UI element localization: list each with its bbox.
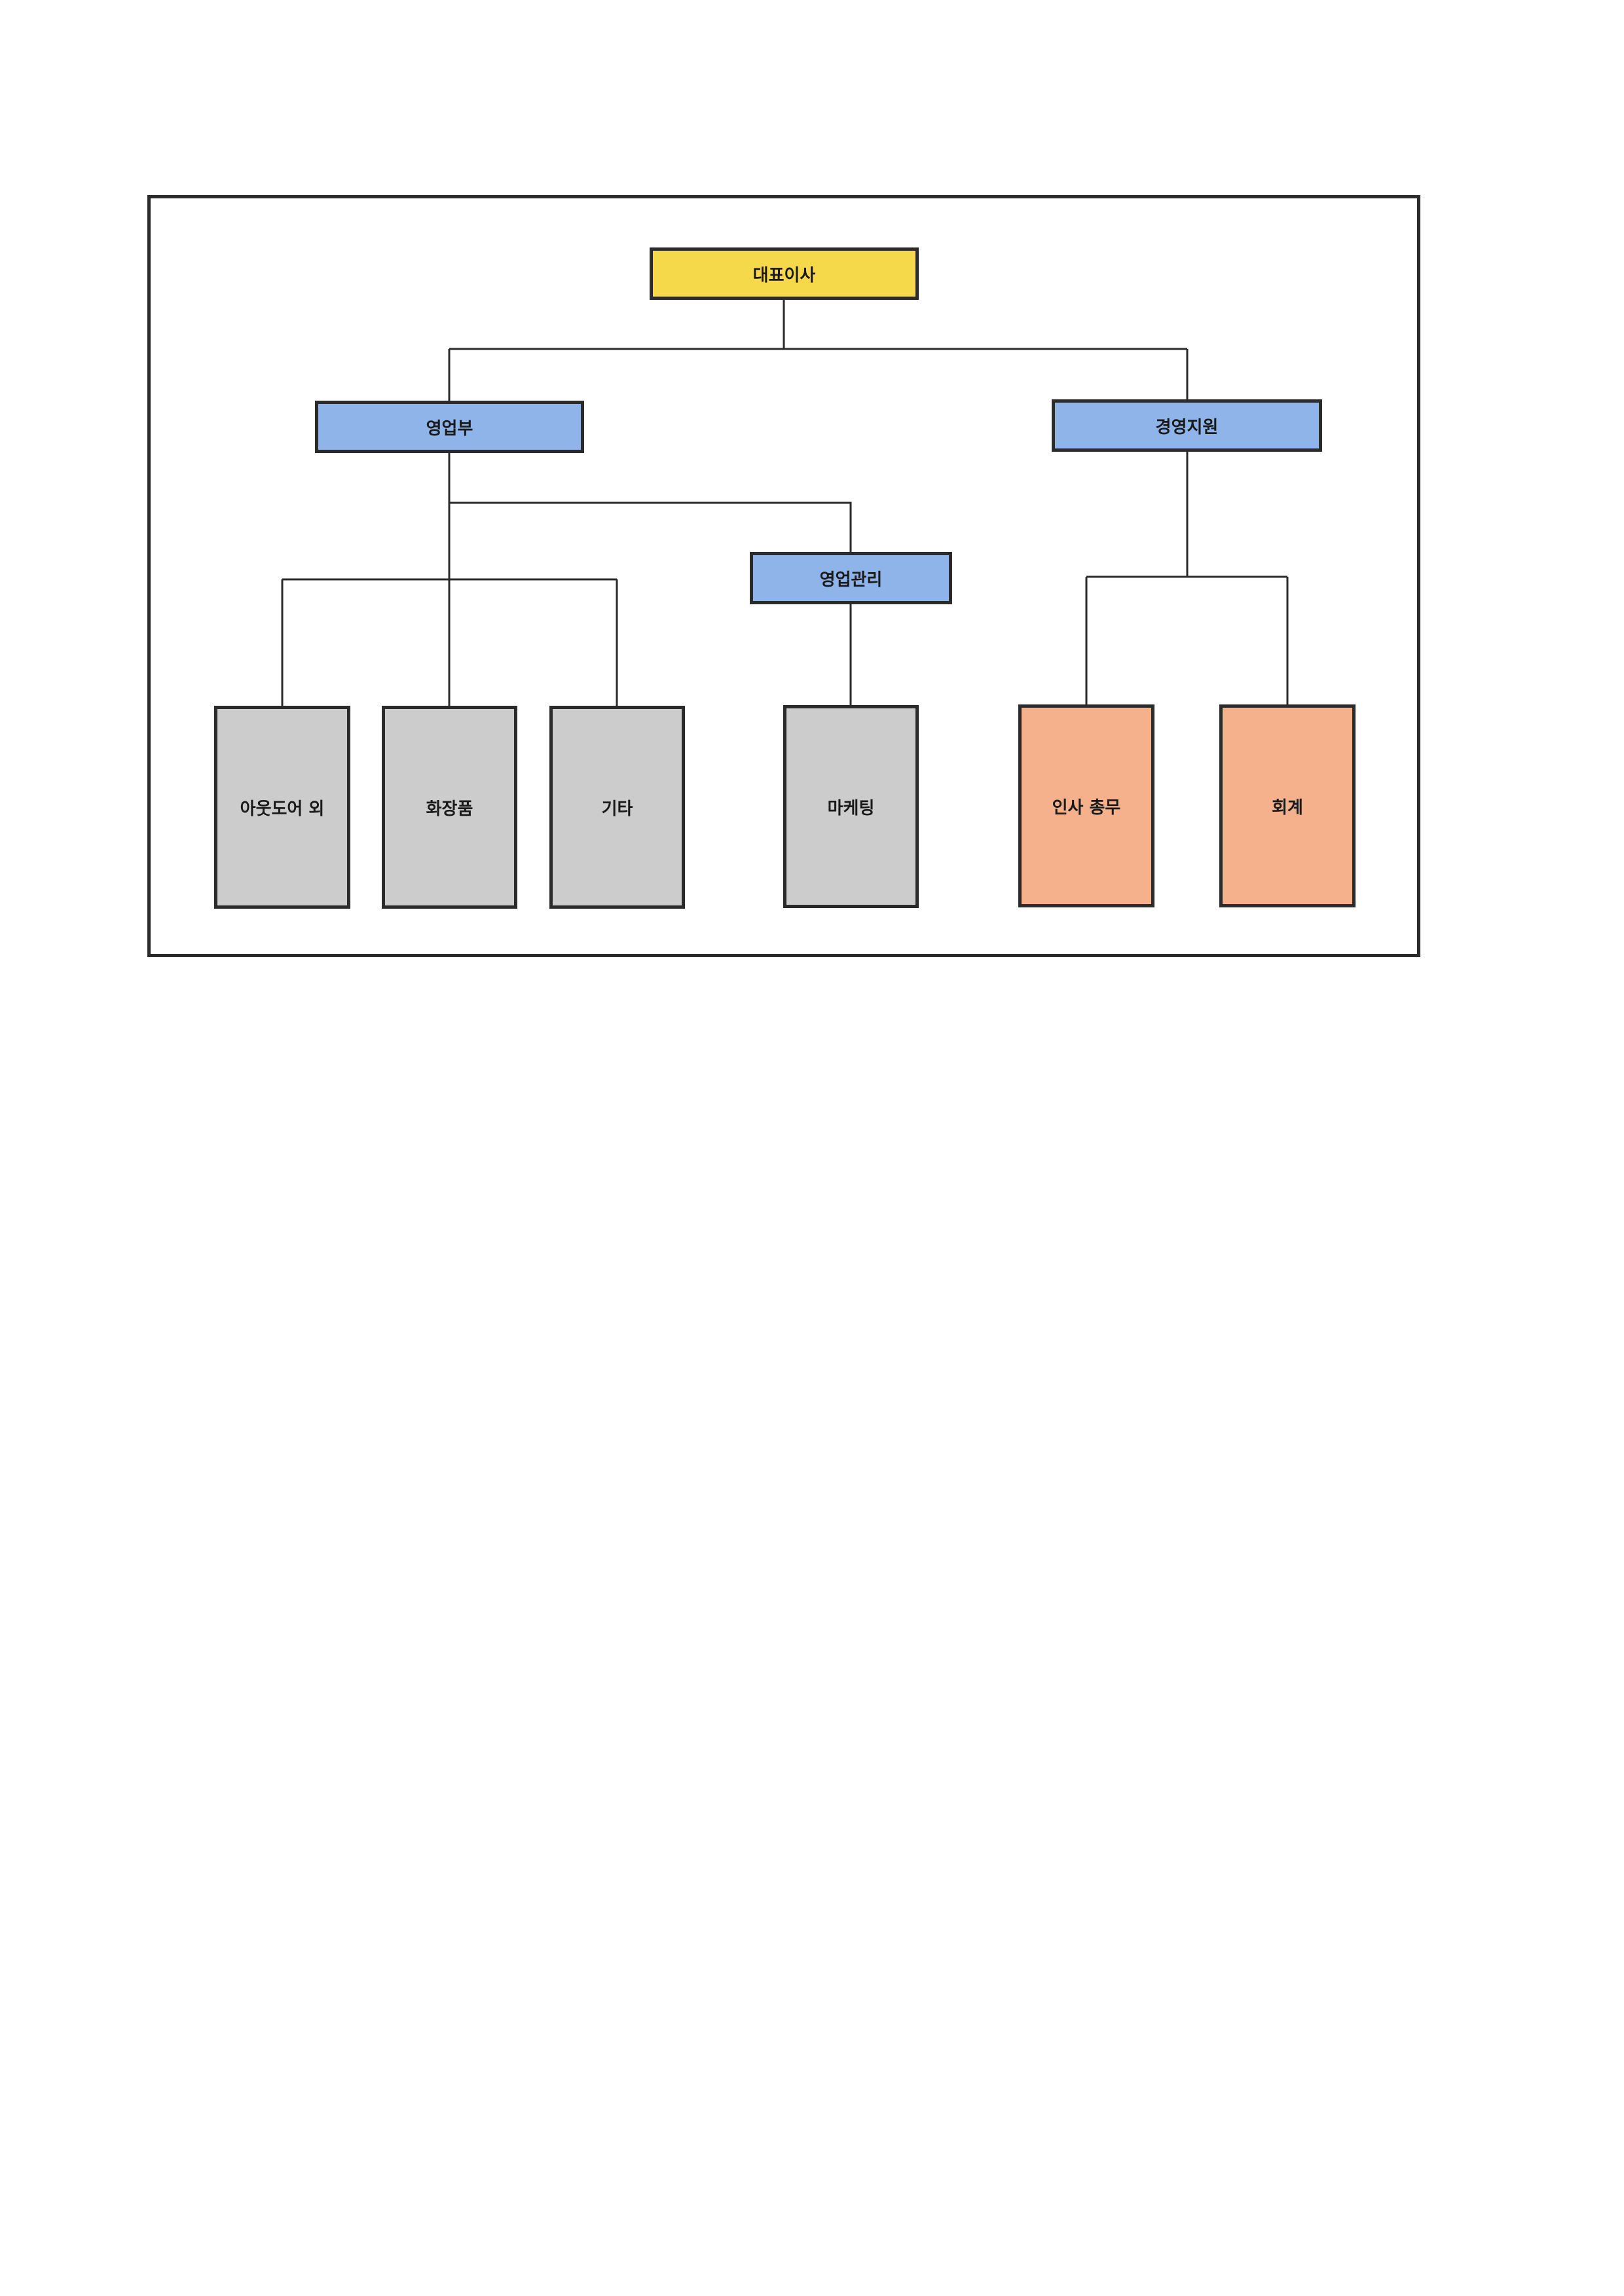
- node-cosmetics-team: 화장품: [382, 706, 517, 909]
- node-outdoor-team: 아웃도어 외: [214, 706, 350, 909]
- node-marketing-team: 마케팅: [783, 705, 919, 908]
- node-sales-management: 영업관리: [750, 552, 952, 604]
- node-ceo: 대표이사: [650, 247, 919, 300]
- node-accounting: 회계: [1219, 704, 1356, 907]
- node-hr-general-affairs: 인사 총무: [1018, 704, 1154, 907]
- org-chart-frame: [147, 195, 1420, 957]
- node-management-support: 경영지원: [1052, 399, 1322, 452]
- node-sales-department: 영업부: [315, 401, 584, 453]
- node-others-team: 기타: [549, 706, 685, 909]
- connector-sales-management-bar: [449, 501, 852, 552]
